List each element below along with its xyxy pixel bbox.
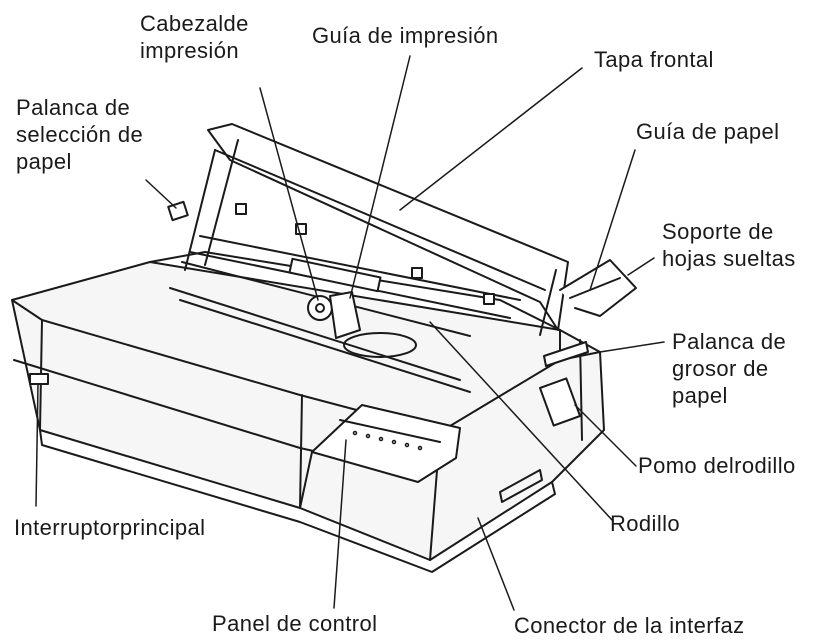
front-cover-lid [207, 123, 569, 331]
leader-platen [429, 321, 613, 521]
control-panel-leds [352, 430, 423, 451]
leader-main-switch [35, 383, 39, 507]
leader-interface [477, 517, 515, 611]
paper-thickness-lever [543, 341, 589, 367]
label-line: hojas sueltas [662, 246, 796, 271]
leader-lines [35, 55, 665, 611]
label-print-guide: Guía de impresión [312, 22, 499, 49]
label-line: Interruptorprincipal [14, 515, 206, 540]
label-line: selección de [16, 122, 144, 147]
label-line: Cabezalde [140, 11, 249, 36]
label-platen-knob: Pomo delrodillo [638, 452, 796, 479]
printer-body [11, 261, 605, 561]
label-thickness-lever: Palanca de grosor de papel [672, 328, 786, 409]
label-line: grosor de [672, 356, 769, 381]
paper-select-lever [167, 200, 189, 222]
label-line: Soporte de [662, 219, 774, 244]
sheet-support [559, 259, 637, 317]
leader-control-panel [333, 439, 347, 609]
interface-connector [499, 469, 543, 503]
label-line: Panel de control [212, 611, 378, 636]
label-line: papel [672, 383, 728, 408]
label-line: Rodillo [610, 511, 681, 536]
label-line: Conector de la interfaz [514, 613, 745, 638]
label-line: Pomo delrodillo [638, 453, 796, 478]
leader-front-cover [399, 67, 583, 211]
control-panel [311, 404, 461, 483]
label-main-switch: Interruptorprincipal [14, 514, 205, 541]
leader-thickness [599, 341, 665, 353]
label-front-cover: Tapa frontal [594, 46, 714, 73]
label-line: Palanca de [672, 329, 787, 354]
label-control-panel: Panel de control [212, 610, 377, 637]
label-line: impresión [140, 38, 239, 63]
label-paper-select-lever: Palanca de selección de papel [16, 94, 143, 175]
label-line: Tapa frontal [594, 47, 714, 72]
label-line: Guía de papel [636, 119, 780, 144]
printer-front-edge [11, 299, 561, 433]
label-line: Palanca de [16, 95, 131, 120]
leader-paper-guide [589, 149, 636, 291]
label-interface-connector: Conector de la interfaz [514, 612, 745, 639]
label-paper-guide: Guía de papel [636, 118, 779, 145]
label-print-head: Cabezalde impresión [140, 10, 249, 64]
leader-sheet-support [627, 257, 655, 276]
leader-paper-select [145, 179, 177, 209]
label-line: Guía de impresión [312, 23, 499, 48]
label-sheet-support: Soporte de hojas sueltas [662, 218, 796, 272]
label-platen: Rodillo [610, 510, 680, 537]
leader-print-guide [349, 55, 411, 299]
main-switch [29, 373, 49, 385]
carriage-guide-bar [288, 257, 382, 293]
label-line: papel [16, 149, 72, 174]
platen-knob [539, 377, 581, 427]
leader-platen-knob [574, 404, 637, 467]
print-head [307, 291, 417, 358]
leader-print-head [259, 87, 319, 301]
